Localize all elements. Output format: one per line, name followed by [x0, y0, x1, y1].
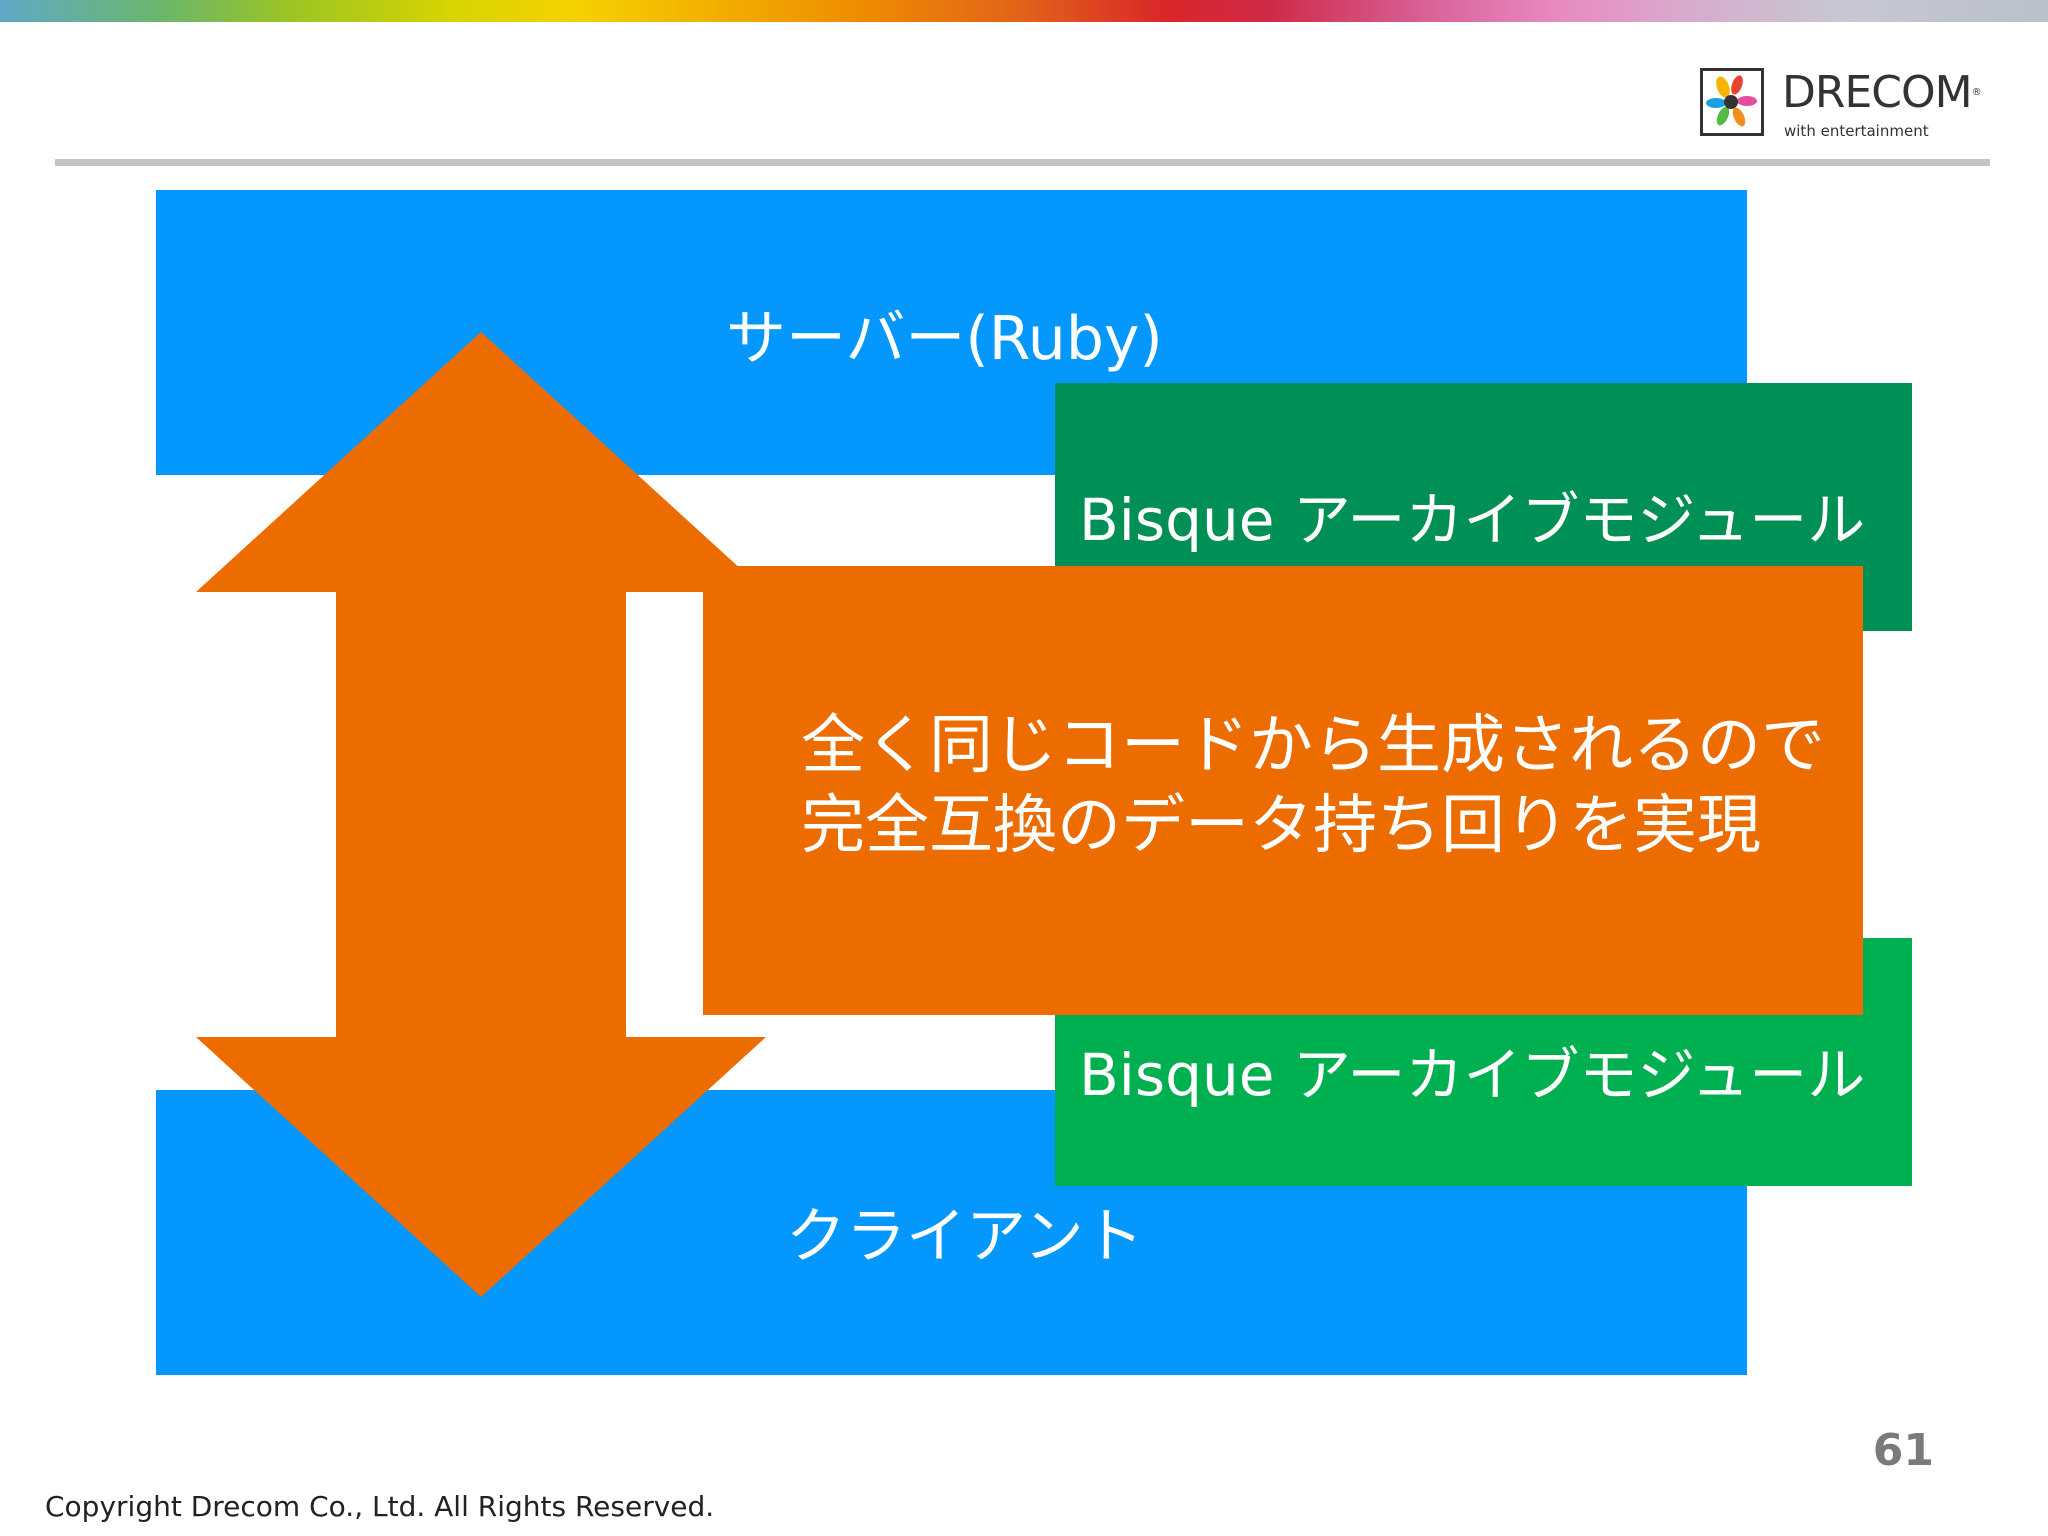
logo-wordmark: DRECOM®	[1782, 67, 1982, 118]
server-archive-module-label: Bisque アーカイブモジュール	[1079, 486, 1866, 554]
top-color-stripe	[0, 0, 2048, 22]
header-divider	[55, 159, 1990, 166]
logo-flower-icon	[1700, 68, 1764, 136]
copyright-notice: Copyright Drecom Co., Ltd. All Rights Re…	[45, 1490, 715, 1523]
callout-line-1: 全く同じコードから生成されるので	[801, 709, 1825, 783]
company-logo: DRECOM® with entertainment	[1700, 68, 1990, 142]
client-archive-module-label: Bisque アーカイブモジュール	[1079, 1041, 1866, 1109]
double-headed-arrow-icon	[196, 332, 766, 1297]
slide-number: 61	[1872, 1425, 1934, 1476]
compatibility-callout: 全く同じコードから生成されるので 完全互換のデータ持ち回りを実現	[703, 566, 1863, 1015]
server-label: サーバー(Ruby)	[726, 304, 1163, 374]
logo-tagline: with entertainment	[1784, 122, 1929, 140]
callout-text: 全く同じコードから生成されるので 完全互換のデータ持ち回りを実現	[801, 706, 1825, 866]
client-label: クライアント	[786, 1202, 1144, 1272]
callout-line-2: 完全互換のデータ持ち回りを実現	[801, 789, 1761, 863]
